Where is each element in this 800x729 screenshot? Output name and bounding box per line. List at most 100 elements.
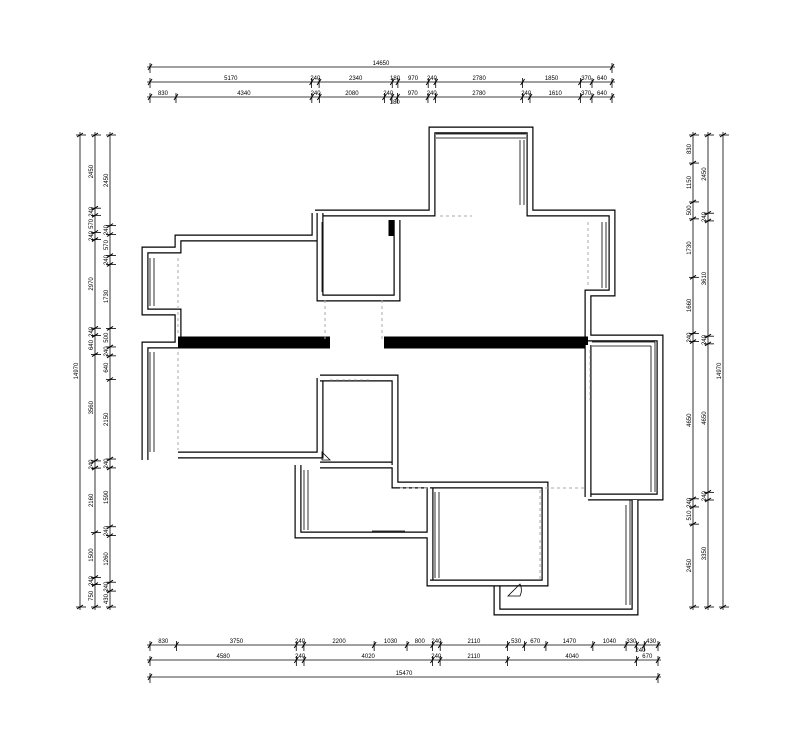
dimension-label: 370 bbox=[581, 76, 592, 82]
dimension-label: 1470 bbox=[563, 639, 577, 645]
dimension-label: 370 bbox=[581, 91, 592, 97]
dimension-label: 330 bbox=[626, 639, 637, 645]
dimension-label: 570 bbox=[89, 218, 95, 229]
dimension-label: 240 bbox=[702, 211, 708, 222]
dimension-label: 240 bbox=[104, 458, 110, 469]
dimension-label: 240 bbox=[635, 648, 646, 654]
dimension-label: 1040 bbox=[603, 639, 617, 645]
dimension-label: 240 bbox=[104, 254, 110, 265]
dimension-label: 970 bbox=[408, 91, 419, 97]
dimension-label: 240 bbox=[89, 459, 95, 470]
dimension-label: 430 bbox=[104, 593, 110, 604]
dimension-label: 3350 bbox=[702, 546, 708, 560]
dimension-label: 830 bbox=[687, 143, 693, 154]
dimension-label: 240 bbox=[311, 91, 322, 97]
dimension-label: 240 bbox=[295, 639, 306, 645]
dimension-label: 4650 bbox=[687, 413, 693, 427]
dimension-label: 1500 bbox=[89, 548, 95, 562]
windows bbox=[149, 133, 656, 605]
dimension-label: 240 bbox=[104, 581, 110, 592]
dimension-label: 14970 bbox=[74, 362, 80, 379]
dimension-label: 800 bbox=[415, 639, 426, 645]
dimension-label: 240 bbox=[431, 639, 442, 645]
dimension-label: 240 bbox=[687, 497, 693, 508]
dimension-label: 240 bbox=[89, 230, 95, 241]
dimension-label: 2780 bbox=[472, 91, 486, 97]
dimension-label: 570 bbox=[104, 239, 110, 250]
dimension-label: 240 bbox=[295, 654, 306, 660]
dimension-label: 2150 bbox=[104, 412, 110, 426]
dimension-label: 240 bbox=[89, 206, 95, 217]
dimension-label: 1730 bbox=[687, 241, 693, 255]
dimension-label: 5170 bbox=[224, 76, 238, 82]
dimension-label: 1730 bbox=[104, 289, 110, 303]
dimension-label: 2110 bbox=[467, 639, 481, 645]
dimension-label: 240 bbox=[104, 526, 110, 537]
dimension-label: 1260 bbox=[104, 552, 110, 566]
interior-walls bbox=[178, 213, 592, 587]
dimension-label: 240 bbox=[521, 91, 532, 97]
dimension-label: 2450 bbox=[702, 167, 708, 181]
dimension-label: 1610 bbox=[549, 91, 563, 97]
door-swing-icon bbox=[321, 451, 522, 597]
dimension-label: 670 bbox=[530, 639, 541, 645]
dimension-label: 4340 bbox=[237, 91, 251, 97]
dimension-label: 240 bbox=[89, 575, 95, 586]
dimension-lines: 14650 5170 240 2340 180 970 240 2780 1850 370 640 8… bbox=[74, 61, 729, 683]
dimension-label: 2450 bbox=[687, 558, 693, 572]
dimension-label: 2780 bbox=[472, 76, 486, 82]
dimension-label: 530 bbox=[511, 639, 522, 645]
dimension-label: 180 bbox=[390, 100, 401, 106]
dimension-label: 2110 bbox=[467, 654, 481, 660]
dimension-label: 2970 bbox=[89, 277, 95, 291]
dimension-label: 240 bbox=[702, 334, 708, 345]
dimension-label: 4650 bbox=[702, 411, 708, 425]
dimension-label: 240 bbox=[104, 346, 110, 357]
dimension-label: 500 bbox=[104, 332, 110, 343]
dimension-label: 1850 bbox=[545, 76, 559, 82]
dimension-label: 15470 bbox=[396, 671, 413, 677]
dimension-label: 240 bbox=[427, 91, 438, 97]
dimension-label: 14650 bbox=[373, 61, 390, 67]
dimension-label: 240 bbox=[431, 654, 442, 660]
dimension-label: 4040 bbox=[565, 654, 579, 660]
dimension-label: 2160 bbox=[89, 493, 95, 507]
dimension-label: 14970 bbox=[717, 362, 723, 379]
dimension-label: 240 bbox=[687, 332, 693, 343]
dimension-label: 670 bbox=[642, 654, 653, 660]
dimension-label: 240 bbox=[702, 491, 708, 502]
dimension-label: 640 bbox=[89, 339, 95, 350]
dimension-label: 510 bbox=[687, 510, 693, 521]
dimension-label: 2200 bbox=[332, 639, 346, 645]
dimension-label: 830 bbox=[158, 639, 169, 645]
dimension-label: 4020 bbox=[362, 654, 376, 660]
walls bbox=[141, 126, 664, 616]
dimension-label: 750 bbox=[89, 590, 95, 601]
dimension-label: 2340 bbox=[349, 76, 363, 82]
dimension-label: 240 bbox=[427, 76, 438, 82]
dimension-label: 640 bbox=[597, 76, 608, 82]
dimension-label: 3560 bbox=[89, 400, 95, 414]
dimension-label: 640 bbox=[104, 362, 110, 373]
dimension-label: 240 bbox=[383, 91, 394, 97]
dimension-label: 1150 bbox=[687, 175, 693, 189]
dimension-label: 4580 bbox=[216, 654, 230, 660]
door-openings bbox=[177, 215, 591, 597]
dimension-label: 240 bbox=[310, 76, 321, 82]
dimension-label: 3750 bbox=[230, 639, 244, 645]
dimension-label: 3610 bbox=[702, 271, 708, 285]
dimension-label: 970 bbox=[408, 76, 419, 82]
dimension-label: 500 bbox=[687, 205, 693, 216]
dimension-label: 1660 bbox=[687, 298, 693, 312]
exterior-wall bbox=[141, 126, 664, 616]
dimension-label: 640 bbox=[597, 91, 608, 97]
dimension-label: 180 bbox=[390, 76, 401, 82]
dimension-label: 2450 bbox=[104, 173, 110, 187]
dimension-label: 1030 bbox=[384, 639, 398, 645]
dimension-label: 1590 bbox=[104, 490, 110, 504]
dimension-label: 830 bbox=[158, 91, 169, 97]
dimension-label: 240 bbox=[104, 224, 110, 235]
dimension-label: 2450 bbox=[89, 164, 95, 178]
dimension-label: 240 bbox=[89, 326, 95, 337]
